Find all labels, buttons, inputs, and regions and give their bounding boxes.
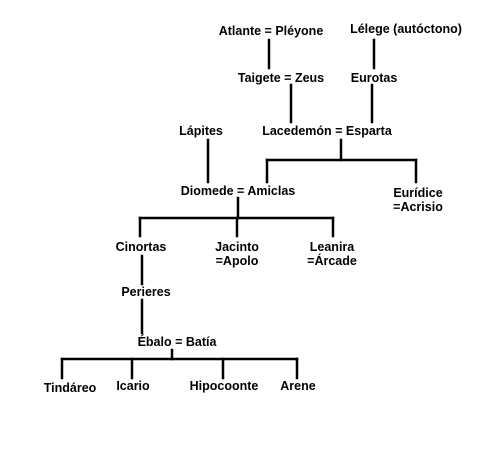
- taigete-zeus-label: Taigete = Zeus: [237, 71, 325, 85]
- atlante-pleyone-label: Atlante = Pléyone: [218, 24, 324, 38]
- lacedemon-esparta-label: Lacedemón = Esparta: [262, 124, 392, 138]
- cinortas-label: Cinortas: [115, 240, 167, 254]
- arcade-spouse: =Árcade: [307, 254, 357, 268]
- apolo-spouse: =Apolo: [215, 254, 259, 268]
- lapites-label: Lápites: [179, 124, 223, 138]
- hipocoonte-label: Hipocoonte: [189, 379, 259, 393]
- arene-label: Arene: [280, 379, 316, 393]
- jacinto-name: Jacinto: [215, 240, 259, 254]
- diomede-amiclas-label: Diomede = Amiclas: [180, 184, 296, 198]
- acrisio-spouse: =Acrisio: [393, 200, 443, 214]
- euridice-acrisio-label: Eurídice =Acrisio: [393, 186, 443, 214]
- icario-label: Icario: [116, 379, 150, 393]
- leanira-arcade-label: Leanira =Árcade: [307, 240, 357, 268]
- ebalo-batia-label: Ébalo = Batía: [137, 335, 217, 349]
- jacinto-apolo-label: Jacinto =Apolo: [215, 240, 259, 268]
- eurotas-label: Eurotas: [350, 71, 398, 85]
- perieres-label: Perieres: [121, 285, 171, 299]
- lelege-label: Lélege (autóctono): [350, 22, 462, 36]
- tindareo-label: Tindáreo: [43, 381, 97, 395]
- euridice-name: Eurídice: [393, 186, 443, 200]
- leanira-name: Leanira: [309, 240, 355, 254]
